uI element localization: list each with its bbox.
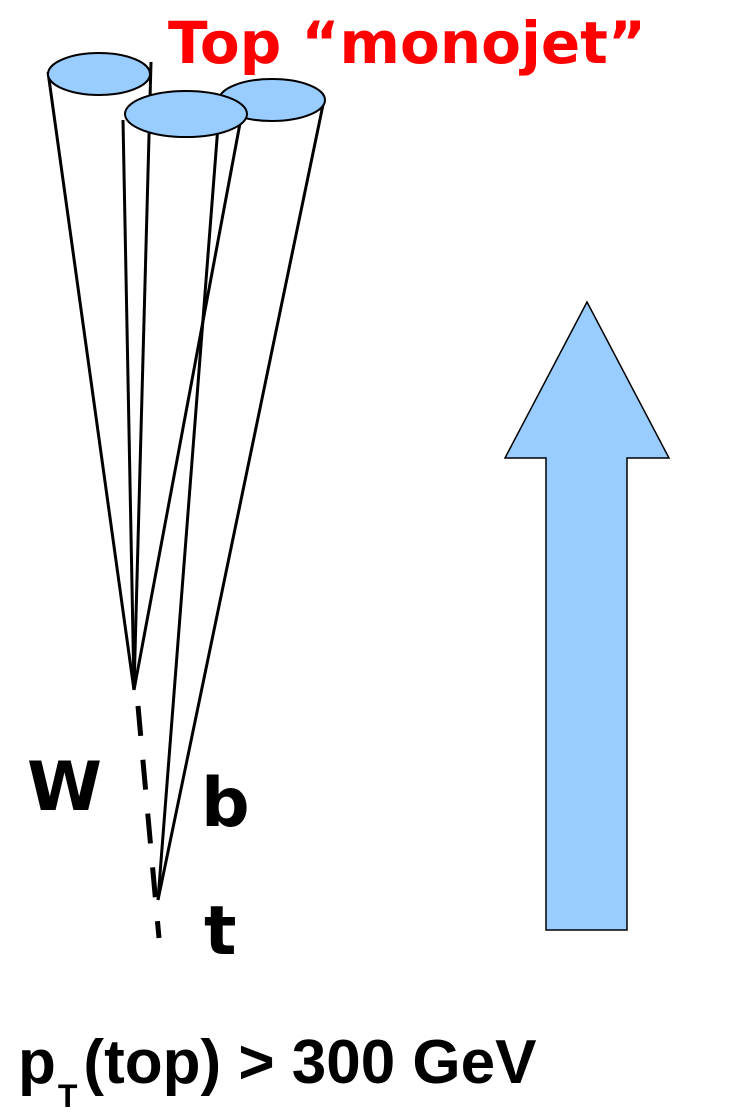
w-jet-cone-1-left-edge [46,71,136,691]
pt-cut-caption: pT(top) > 300 GeV [18,1032,537,1113]
w-jet-cone-1 [46,52,153,691]
w-jet-1-cap [47,52,151,96]
b-jet-cone-right-edge [156,99,326,901]
momentum-arrow [503,300,671,931]
diagram-title: Top “monojet” [168,9,647,77]
w-jet-cone-2 [121,90,248,691]
pt-caption-subscript: T [57,1078,78,1114]
w-jet-cone-1-right-edge [132,61,153,691]
w-jet-cone-2-left-edge [121,119,136,691]
w-boson-label: W [27,748,103,827]
top-quark-label: t [204,892,237,971]
b-quark-label: b [201,764,250,843]
w-propagator-dashed-line [135,705,162,939]
w-jet-2-cap [124,90,248,138]
w-jet-cone-2-right-edge [132,117,243,691]
pt-caption-p: p [18,1028,56,1097]
b-jet-cone-left-edge [156,99,222,901]
pt-caption-rest: (top) > 300 GeV [83,1028,537,1097]
